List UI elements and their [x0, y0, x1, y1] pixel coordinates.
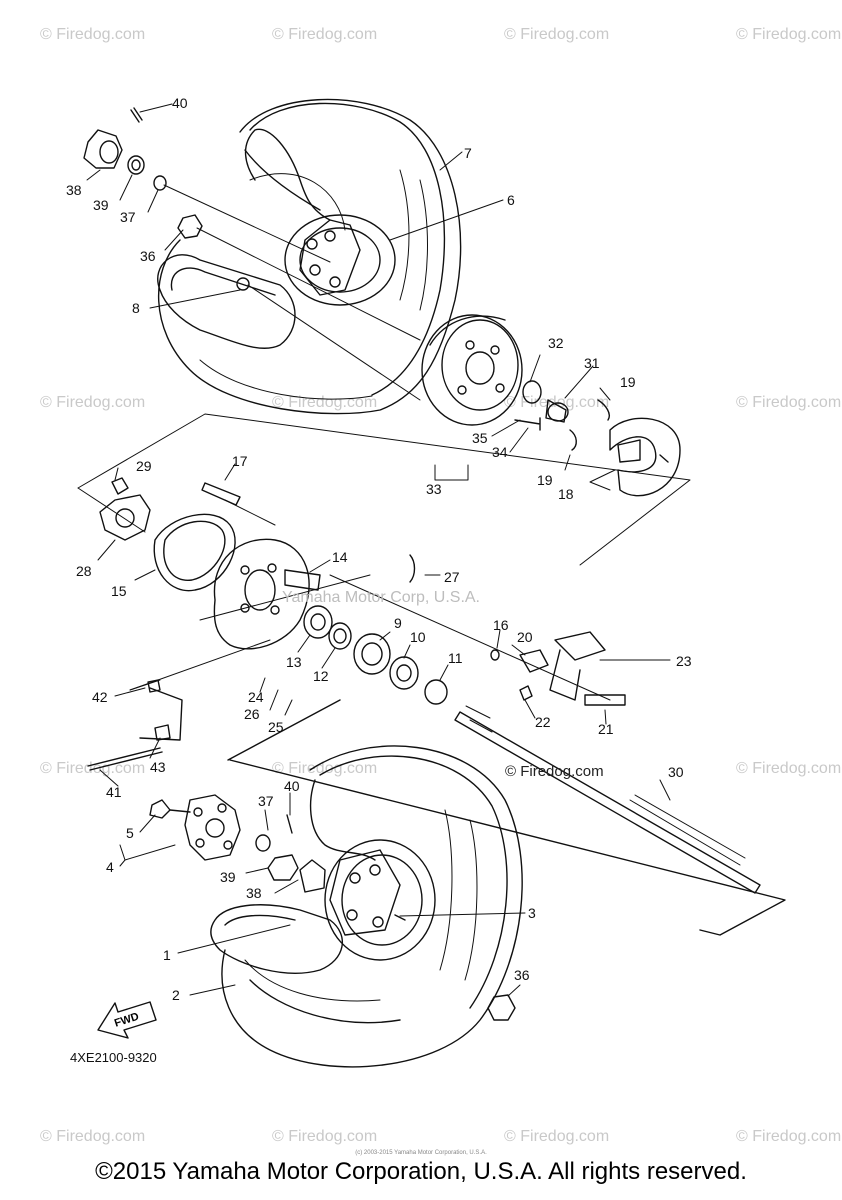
- callout-38-top: 38: [66, 182, 82, 198]
- leader-lines: [86, 103, 671, 997]
- callout-4: 4: [106, 859, 114, 875]
- callout-13: 13: [286, 654, 302, 670]
- callout-39-top: 39: [93, 197, 109, 213]
- watermark-bottom-3: © Firedog.com: [504, 1128, 610, 1145]
- callout-38-low: 38: [246, 885, 262, 901]
- callout-37-low: 37: [258, 793, 274, 809]
- watermark-mid-1: © Firedog.com: [40, 394, 146, 411]
- brake-shoe-group: [514, 380, 681, 497]
- callout-12: 12: [313, 668, 329, 684]
- callout-8: 8: [132, 300, 140, 316]
- callout-18: 18: [558, 486, 574, 502]
- callout-14: 14: [332, 549, 348, 565]
- watermark-low-1: © Firedog.com: [40, 760, 146, 777]
- assembly-outline: [77, 413, 691, 701]
- tiny-copyright-note: (c) 2003-2015 Yamaha Motor Corporation, …: [355, 1150, 487, 1156]
- callout-1: 1: [163, 947, 171, 963]
- bearings: [303, 605, 500, 705]
- callout-31: 31: [584, 355, 600, 371]
- callout-40-top: 40: [172, 95, 188, 111]
- callout-2: 2: [172, 987, 180, 1003]
- watermark-top-3: © Firedog.com: [504, 26, 610, 43]
- watermark-top-4: © Firedog.com: [736, 26, 842, 43]
- brake-lever: [519, 631, 626, 706]
- watermark-top-2: © Firedog.com: [272, 26, 378, 43]
- callout-6: 6: [507, 192, 515, 208]
- callout-5: 5: [126, 825, 134, 841]
- callout-19-upper: 19: [620, 374, 636, 390]
- callout-39-low: 39: [220, 869, 236, 885]
- watermark-bottom-4: © Firedog.com: [736, 1128, 842, 1145]
- callout-20: 20: [517, 629, 533, 645]
- watermark-low-4: © Firedog.com: [736, 760, 842, 777]
- callout-19-lower: 19: [537, 472, 553, 488]
- callout-16: 16: [493, 617, 509, 633]
- callout-23: 23: [676, 653, 692, 669]
- callout-15: 15: [111, 583, 127, 599]
- watermark-bottom-2: © Firedog.com: [272, 1128, 378, 1145]
- callout-34: 34: [492, 444, 508, 460]
- callout-11: 11: [448, 650, 463, 666]
- callout-21: 21: [598, 721, 614, 737]
- copyright-notice: ©2015 Yamaha Motor Corporation, U.S.A. A…: [95, 1158, 747, 1185]
- callout-32: 32: [548, 335, 564, 351]
- upper-rim: [157, 128, 396, 349]
- callout-37-top: 37: [120, 209, 136, 225]
- callout-7: 7: [464, 145, 472, 161]
- callout-10: 10: [410, 629, 426, 645]
- callout-25: 25: [268, 719, 284, 735]
- back-plate: [99, 477, 416, 650]
- callout-40-low: 40: [284, 778, 300, 794]
- callout-33: 33: [426, 481, 442, 497]
- fwd-arrow: [97, 1001, 157, 1039]
- mid-watermark: Yamaha Motor Corp, U.S.A.: [282, 589, 480, 606]
- upper-hardware: [83, 107, 421, 401]
- callout-27: 27: [444, 569, 460, 585]
- axle: [227, 699, 786, 936]
- callout-17: 17: [232, 453, 248, 469]
- callout-42: 42: [92, 689, 108, 705]
- callout-35: 35: [472, 430, 488, 446]
- watermark-top-1: © Firedog.com: [40, 26, 146, 43]
- callout-26: 26: [244, 706, 260, 722]
- callout-36-top: 36: [140, 248, 156, 264]
- callout-3: 3: [528, 905, 536, 921]
- callout-36-low: 36: [514, 967, 530, 983]
- callout-41: 41: [106, 784, 122, 800]
- watermark-mid-4: © Firedog.com: [736, 394, 842, 411]
- callout-43: 43: [150, 759, 166, 775]
- callout-29: 29: [136, 458, 152, 474]
- lower-tire: [210, 745, 523, 1068]
- callout-28: 28: [76, 563, 92, 579]
- fwd-label: FWD: [113, 1011, 141, 1030]
- watermark-bottom-1: © Firedog.com: [40, 1128, 146, 1145]
- callout-22: 22: [535, 714, 551, 730]
- callout-24: 24: [248, 689, 264, 705]
- callout-labels: 40 7 38 39 37 6 36 8 32 31 19 35 34 19 1…: [66, 95, 692, 1030]
- callout-30: 30: [668, 764, 684, 780]
- diagram-code: 4XE2100-9320: [70, 1050, 157, 1065]
- callout-9: 9: [394, 615, 402, 631]
- watermark-low-2: © Firedog.com: [272, 760, 378, 777]
- upper-tire: [157, 98, 462, 415]
- inline-watermark: © Firedog.com: [505, 763, 604, 780]
- brake-drum: [421, 314, 523, 426]
